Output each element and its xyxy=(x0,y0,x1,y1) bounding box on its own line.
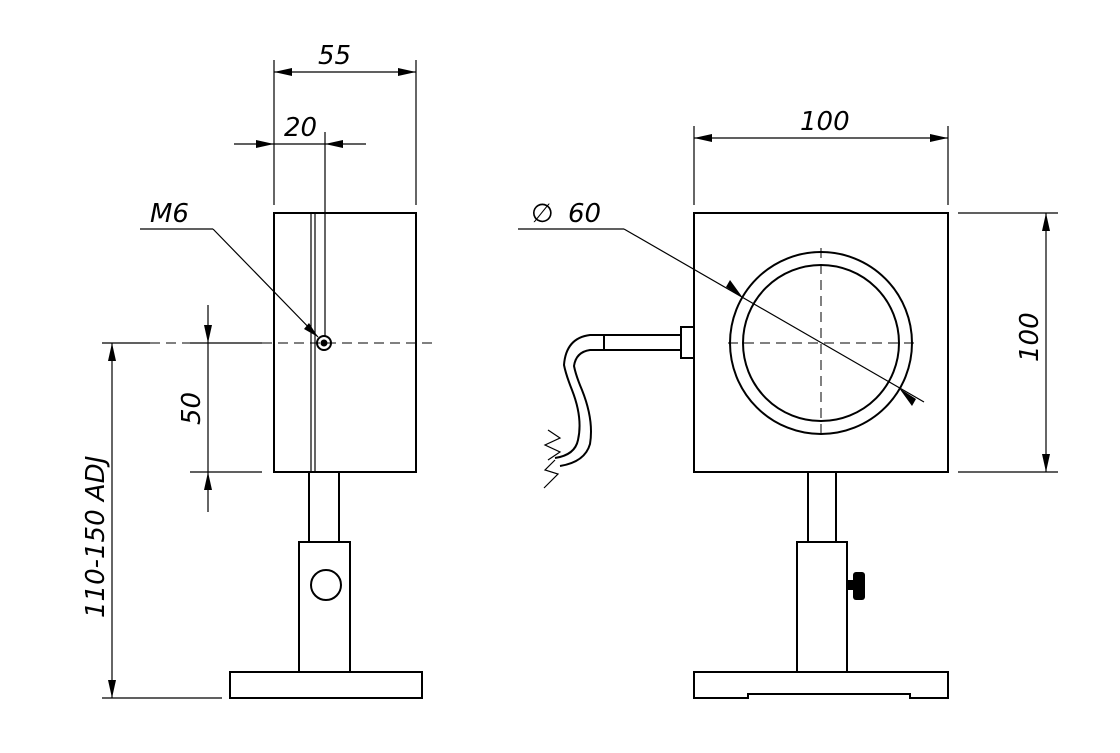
front-post-holder xyxy=(796,541,848,673)
adj-arrow-top xyxy=(108,343,116,361)
diameter-symbol: ∅ xyxy=(531,199,554,229)
side-base xyxy=(229,671,423,699)
dia-arrow-upper xyxy=(726,280,743,298)
dim-55-label: 55 xyxy=(318,41,351,71)
dim20-arrow-left xyxy=(256,140,274,148)
side-knob xyxy=(310,569,342,601)
dim-100-height-label: 100 xyxy=(1015,312,1045,362)
dia-arrow-lower xyxy=(899,388,916,406)
front-view: 100 100 ∅ 60 xyxy=(518,107,1058,699)
connector-stem xyxy=(603,334,681,351)
front-base xyxy=(693,671,949,699)
dim50-arrow-top xyxy=(204,325,212,343)
m6-label: M6 xyxy=(150,199,189,229)
dim-60-label: 60 xyxy=(568,199,601,229)
cable-break-2 xyxy=(543,459,560,489)
side-post xyxy=(308,471,340,543)
cable-outer xyxy=(554,334,604,459)
dim55-arrow-right xyxy=(398,68,416,76)
cable-break-1 xyxy=(543,429,562,461)
dim-adj-label: 110-150 ADJ xyxy=(81,456,111,618)
m6-leader-arrow xyxy=(304,323,318,337)
m6-leader-diagonal xyxy=(212,228,319,338)
dim-50-label: 50 xyxy=(177,392,207,425)
dim100h-arrow-top xyxy=(1042,213,1050,231)
cable-inner xyxy=(559,349,604,467)
dim100w-arrow-left xyxy=(694,134,712,142)
dim-100-width-label: 100 xyxy=(800,107,850,137)
dim-20-label: 20 xyxy=(284,113,317,143)
m6-hole-inner xyxy=(320,339,328,347)
dia-leader-diagonal xyxy=(623,228,925,403)
side-post-holder xyxy=(298,541,351,673)
dim100w-arrow-right xyxy=(930,134,948,142)
front-post xyxy=(807,471,837,543)
adj-arrow-bottom xyxy=(108,680,116,698)
connector-nut xyxy=(680,326,695,359)
thumb-screw-shaft xyxy=(847,580,855,590)
dim50-arrow-bottom xyxy=(204,472,212,490)
dim100h-arrow-bottom xyxy=(1042,454,1050,472)
thumb-screw-head xyxy=(853,572,865,600)
dim55-arrow-left xyxy=(274,68,292,76)
dim20-arrow-right xyxy=(325,140,343,148)
side-view: 55 20 M6 50 110-150 ADJ xyxy=(81,41,438,699)
